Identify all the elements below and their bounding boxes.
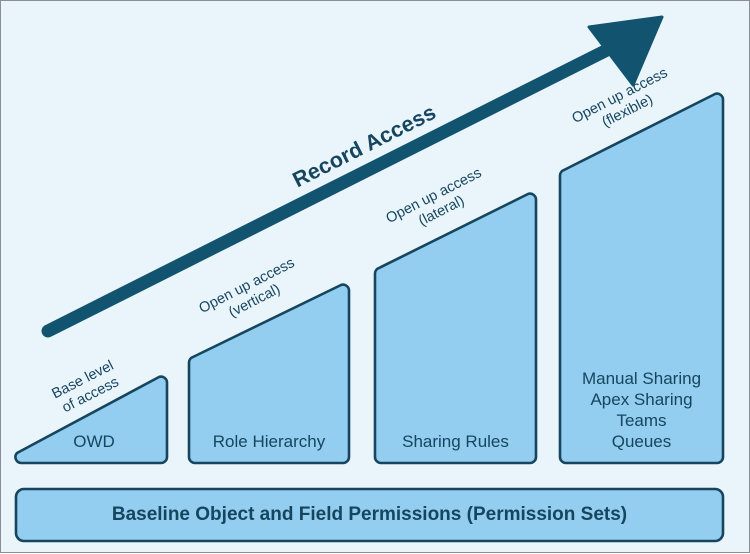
label-baseline-permissions: Baseline Object and Field Permissions (P…: [111, 504, 628, 525]
shape-baseline-bar: [14, 487, 725, 543]
label-sharing-rules: Sharing Rules: [402, 432, 509, 451]
shape-role-hierarchy: [187, 283, 351, 465]
label-owd: OWD: [73, 432, 115, 451]
shape-manual-sharing: [558, 92, 725, 465]
shape-owd: [14, 375, 169, 465]
label-manual-sharing: Manual Sharing Apex Sharing Teams Queues: [581, 369, 702, 451]
label-role-hierarchy: Role Hierarchy: [212, 432, 326, 451]
arrow-up-right-icon: [41, 15, 664, 338]
shape-sharing-rules: [373, 192, 538, 465]
